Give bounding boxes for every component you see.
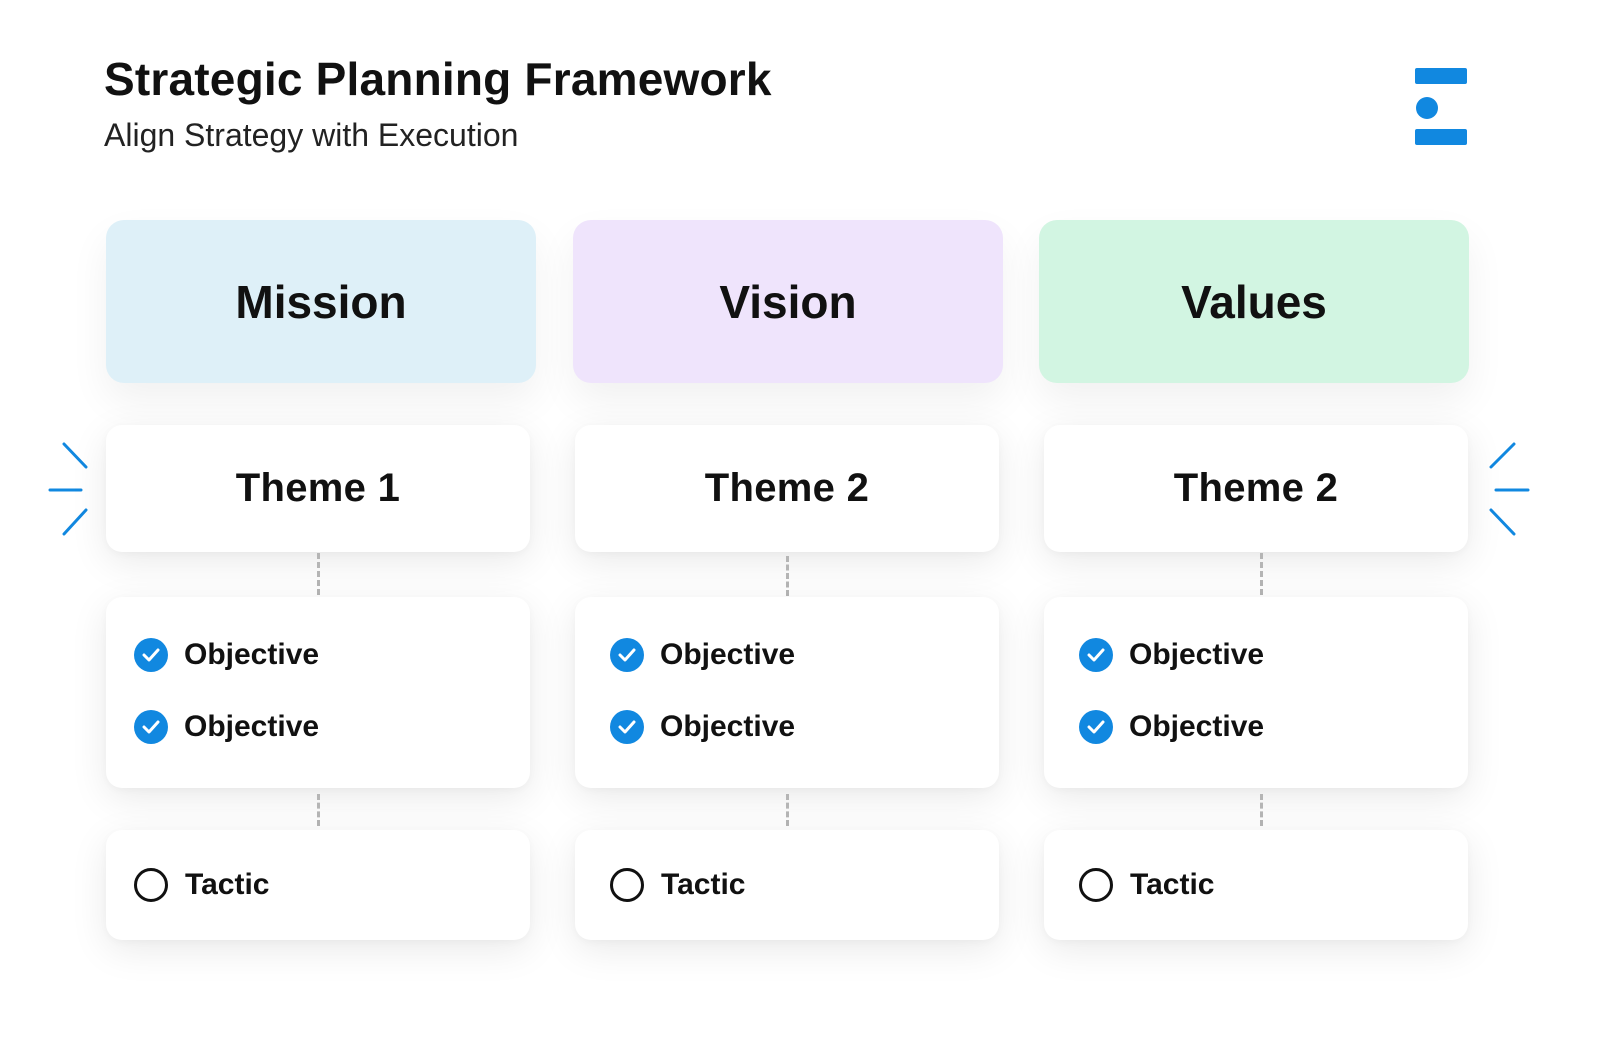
page-title: Strategic Planning Framework <box>104 53 772 105</box>
check-circle-icon <box>134 638 168 672</box>
theme-label: Theme 1 <box>235 466 401 510</box>
objective-item: Objective <box>134 637 319 673</box>
objective-label: Objective <box>660 638 796 671</box>
logo-top-bar <box>1415 68 1467 84</box>
tactic-label: Tactic <box>185 868 270 901</box>
tactic-item: Tactic <box>610 867 745 903</box>
objective-label: Objective <box>660 710 796 743</box>
check-circle-icon <box>610 638 644 672</box>
objective-label: Objective <box>184 638 320 671</box>
mission-header-card: Mission <box>106 220 536 383</box>
tactic-label: Tactic <box>1130 868 1215 901</box>
tactic-card-2: Tactic <box>575 830 999 940</box>
connector-line <box>786 556 789 596</box>
mission-heading: Mission <box>235 275 407 328</box>
empty-circle-icon <box>610 868 644 902</box>
objective-item: Objective <box>610 637 795 673</box>
connector-line <box>317 794 320 826</box>
tactic-card-3: Tactic <box>1044 830 1468 940</box>
vision-heading: Vision <box>719 275 857 328</box>
tactic-card-1: Tactic <box>106 830 530 940</box>
logo-bottom-bar <box>1415 129 1467 145</box>
connector-line <box>1260 553 1263 595</box>
theme-card-1: Theme 1 <box>106 425 530 552</box>
objective-item: Objective <box>1079 637 1264 673</box>
objective-label: Objective <box>184 710 320 743</box>
empty-circle-icon <box>1079 868 1113 902</box>
check-circle-icon <box>610 710 644 744</box>
check-circle-icon <box>134 710 168 744</box>
tactic-label: Tactic <box>661 868 746 901</box>
right-sparkle-icon <box>1489 442 1530 536</box>
brand-logo-icon <box>1414 68 1468 148</box>
objective-label: Objective <box>1129 710 1265 743</box>
objective-item: Objective <box>1079 709 1264 745</box>
logo-dot <box>1416 97 1438 119</box>
vision-header-card: Vision <box>573 220 1003 383</box>
values-header-card: Values <box>1039 220 1469 383</box>
theme-card-3: Theme 2 <box>1044 425 1468 552</box>
theme-card-2: Theme 2 <box>575 425 999 552</box>
theme-label: Theme 2 <box>1173 466 1339 510</box>
objective-item: Objective <box>134 709 319 745</box>
check-circle-icon <box>1079 710 1113 744</box>
connector-line <box>1260 794 1263 826</box>
theme-label: Theme 2 <box>704 466 870 510</box>
left-sparkle-icon <box>48 442 88 536</box>
check-circle-icon <box>1079 638 1113 672</box>
connector-line <box>786 794 789 826</box>
tactic-item: Tactic <box>1079 867 1214 903</box>
empty-circle-icon <box>134 868 168 902</box>
objective-label: Objective <box>1129 638 1265 671</box>
objective-item: Objective <box>610 709 795 745</box>
objectives-card-1: Objective Objective <box>106 597 530 788</box>
tactic-item: Tactic <box>134 867 269 903</box>
connector-line <box>317 553 320 595</box>
values-heading: Values <box>1181 275 1327 328</box>
objectives-card-3: Objective Objective <box>1044 597 1468 788</box>
page-subtitle: Align Strategy with Execution <box>104 117 519 153</box>
objectives-card-2: Objective Objective <box>575 597 999 788</box>
